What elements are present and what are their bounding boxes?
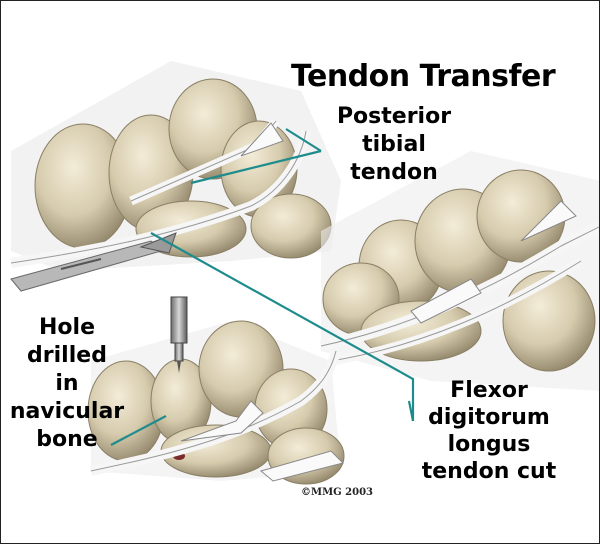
- label-line: tendon: [319, 159, 469, 187]
- posterior-tibial-tendon-label: Posterior tibial tendon: [319, 103, 469, 187]
- label-line: bone: [7, 426, 127, 454]
- label-line: tendon cut: [403, 458, 575, 485]
- label-line: Posterior: [319, 103, 469, 131]
- right-foot: [321, 151, 600, 391]
- fdl-tendon-cut-label: Flexor digitorum longus tendon cut: [403, 377, 575, 485]
- label-line: Hole: [7, 314, 127, 342]
- label-line: Flexor: [403, 377, 575, 404]
- label-line: drilled: [7, 342, 127, 370]
- label-line: in: [7, 370, 127, 398]
- label-line: longus: [403, 431, 575, 458]
- top-left-foot: [11, 61, 341, 291]
- label-line: tibial: [319, 131, 469, 159]
- hole-drilled-label: Hole drilled in navicular bone: [7, 314, 127, 454]
- figure-title: Tendon Transfer: [291, 59, 600, 94]
- label-line: digitorum: [403, 404, 575, 431]
- label-line: navicular: [7, 398, 127, 426]
- copyright-notice: ©MMG 2003: [301, 487, 373, 498]
